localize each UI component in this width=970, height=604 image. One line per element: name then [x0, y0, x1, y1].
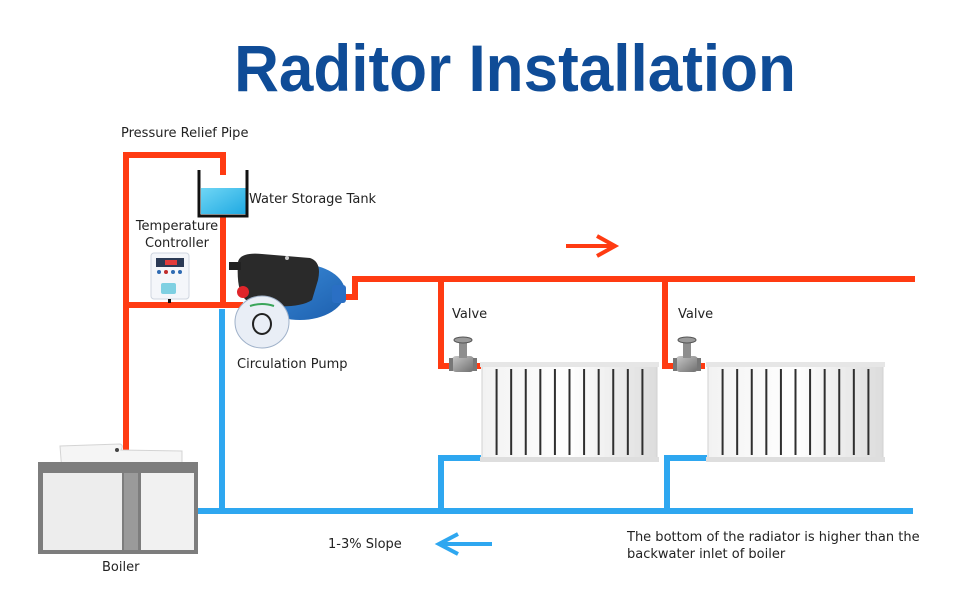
- circulation-pump-icon: [229, 253, 346, 349]
- temperature-controller-label-line2: Controller: [145, 236, 209, 251]
- page-title: Raditor Installation: [234, 31, 796, 105]
- radiator-fin-gap: [750, 369, 753, 455]
- radiator-fin-gap: [852, 369, 855, 455]
- cold-return-pipes: [197, 309, 913, 514]
- radiator-height-note-line1: The bottom of the radiator is higher tha…: [627, 530, 920, 545]
- return-flow-arrow-icon: [434, 532, 492, 556]
- radiator-fin-gap: [553, 369, 556, 455]
- pressure-relief-pipe: [123, 152, 226, 471]
- radiator-2-icon: [706, 362, 885, 462]
- radiator-fin-gap: [736, 369, 739, 455]
- radiator-bottom-rail: [706, 457, 885, 462]
- radiator-fin-gap: [539, 369, 542, 455]
- temperature-controller-label-line1: Temperature: [135, 219, 219, 234]
- radiator-1-icon: [480, 362, 659, 462]
- radiator-1-return: [438, 455, 481, 514]
- slope-label: 1-3% Slope: [328, 537, 402, 552]
- water-storage-tank-label: Water Storage Tank: [249, 192, 377, 207]
- radiator-height-note-line2: backwater inlet of boiler: [627, 547, 786, 562]
- radiator-fin-gap: [765, 369, 768, 455]
- radiator-fin-gap: [495, 369, 498, 455]
- radiator-fin-gap: [823, 369, 826, 455]
- radiator-height-note: The bottom of the radiator is higher tha…: [627, 529, 920, 563]
- radiator-fin-gap: [597, 369, 600, 455]
- water-storage-tank-icon: [197, 170, 249, 218]
- radiator-fin-gap: [867, 369, 870, 455]
- boiler-label: Boiler: [102, 560, 140, 575]
- radiator-2-return: [664, 455, 707, 514]
- radiator-top-rail: [480, 362, 659, 367]
- radiator-fin-gap: [779, 369, 782, 455]
- valve-1-icon: [449, 336, 477, 372]
- radiator-fin-gap: [612, 369, 615, 455]
- radiator-bottom-rail: [480, 457, 659, 462]
- radiator-fin-gap: [510, 369, 513, 455]
- radiator-fin-gap: [838, 369, 841, 455]
- radiator-fin-gap: [809, 369, 812, 455]
- temperature-controller-label: Temperature Controller: [131, 218, 223, 252]
- radiator-fin-gap: [626, 369, 629, 455]
- valve-2-label: Valve: [678, 307, 714, 322]
- valve-2-icon: [673, 336, 701, 372]
- radiator-fin-gap: [583, 369, 586, 455]
- supply-flow-arrow-icon: [566, 234, 620, 258]
- radiator-fin-gap: [641, 369, 644, 455]
- hot-supply-pipes: [123, 152, 915, 471]
- valve-1-label: Valve: [452, 307, 488, 322]
- radiator-fin-gap: [721, 369, 724, 455]
- radiator-fin-gap: [524, 369, 527, 455]
- pressure-relief-pipe-label: Pressure Relief Pipe: [121, 126, 249, 141]
- radiator-fin-gap: [794, 369, 797, 455]
- temperature-controller-icon: [150, 252, 190, 303]
- pump-outlet-pipe: [337, 276, 915, 300]
- circulation-pump-label: Circulation Pump: [237, 357, 348, 372]
- radiator-top-rail: [706, 362, 885, 367]
- radiator-fin-gap: [568, 369, 571, 455]
- boiler-icon: [38, 443, 198, 554]
